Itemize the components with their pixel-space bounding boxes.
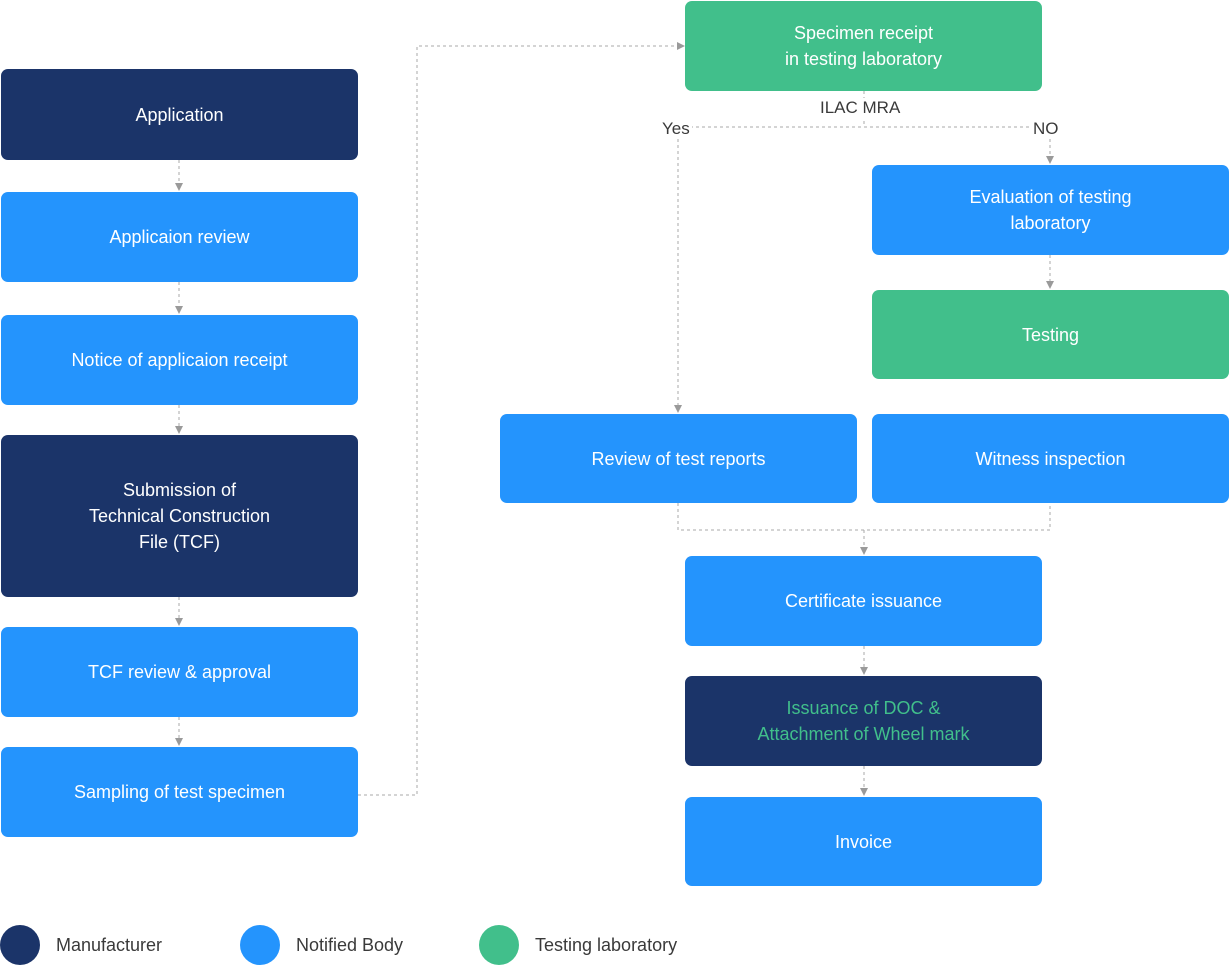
node-issuance-of-doc: Issuance of DOC & Attachment of Wheel ma… [685, 676, 1042, 766]
legend-manufacturer-label: Manufacturer [56, 934, 163, 955]
legend-testing-laboratory-dot [479, 925, 519, 965]
node-sampling-of-test-specimen: Sampling of test specimen [1, 747, 358, 837]
legend-notified-body: Notified Body [240, 925, 403, 965]
node-witness-inspection: Witness inspection [872, 414, 1229, 503]
label-yes: Yes [660, 119, 692, 139]
label-no: NO [1031, 119, 1061, 139]
legend-testing-laboratory: Testing laboratory [479, 925, 677, 965]
legend-manufacturer: Manufacturer [0, 925, 162, 965]
label-ilac-mra: ILAC MRA [818, 98, 903, 118]
legend-testing-laboratory-label: Testing laboratory [535, 934, 678, 955]
node-certificate-issuance: Certificate issuance [685, 556, 1042, 646]
legend-manufacturer-dot [0, 925, 40, 965]
legend-notified-body-dot [240, 925, 280, 965]
node-submission-of-tcf: Submission of Technical Construction Fil… [1, 435, 358, 597]
legend-notified-body-label: Notified Body [296, 934, 404, 955]
node-application-review: Applicaion review [1, 192, 358, 282]
node-testing: Testing [872, 290, 1229, 379]
node-review-of-test-reports: Review of test reports [500, 414, 857, 503]
node-tcf-review-approval: TCF review & approval [1, 627, 358, 717]
node-application: Application [1, 69, 358, 160]
node-invoice: Invoice [685, 797, 1042, 886]
node-specimen-receipt: Specimen receipt in testing laboratory [685, 1, 1042, 91]
node-notice-of-application-receipt: Notice of applicaion receipt [1, 315, 358, 405]
node-evaluation-of-testing-laboratory: Evaluation of testing laboratory [872, 165, 1229, 255]
